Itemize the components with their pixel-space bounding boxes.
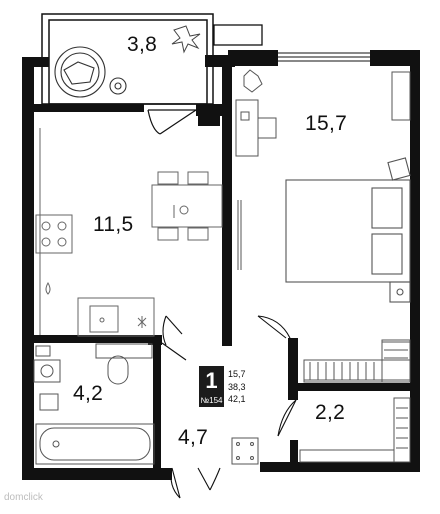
room-area-living-bedroom: 15,7 (305, 112, 348, 135)
room-area-hall: 4,7 (178, 426, 209, 449)
kitchen-table (151, 171, 223, 241)
living-area: 15,7 (228, 369, 246, 379)
room-area-bathroom: 4,2 (73, 382, 104, 405)
total-with-balcony-area: 42,1 (228, 394, 246, 404)
interior-walls (34, 66, 410, 468)
watermark-logo: domclick (4, 492, 43, 503)
balcony-door (147, 109, 197, 135)
fridge-icon (137, 316, 147, 328)
wardrobe-shelves (299, 339, 411, 463)
balcony-vent (213, 24, 263, 46)
bed (285, 157, 411, 303)
apartment-number: №154 (199, 395, 224, 407)
balcony-outline (41, 13, 214, 105)
room-area-wardrobe: 2,2 (315, 401, 346, 424)
room-area-kitchen: 11,5 (93, 213, 134, 236)
bedroom-window (278, 52, 370, 62)
bedroom-desk (235, 69, 411, 270)
outer-walls (22, 50, 420, 480)
plant-icon (171, 25, 201, 54)
apartment-areas: 15,7 38,3 42,1 (228, 368, 256, 406)
apartment-badge: 1 №154 15,7 38,3 42,1 (199, 366, 257, 408)
room-area-balcony: 3,8 (127, 33, 158, 56)
bathroom-fixtures (33, 343, 155, 465)
hall-cabinet (231, 437, 259, 465)
rooms-count: 1 (199, 366, 224, 395)
total-area: 38,3 (228, 381, 246, 392)
balcony-chair (54, 46, 127, 98)
doors (161, 315, 297, 499)
kitchen-counter (35, 128, 155, 337)
